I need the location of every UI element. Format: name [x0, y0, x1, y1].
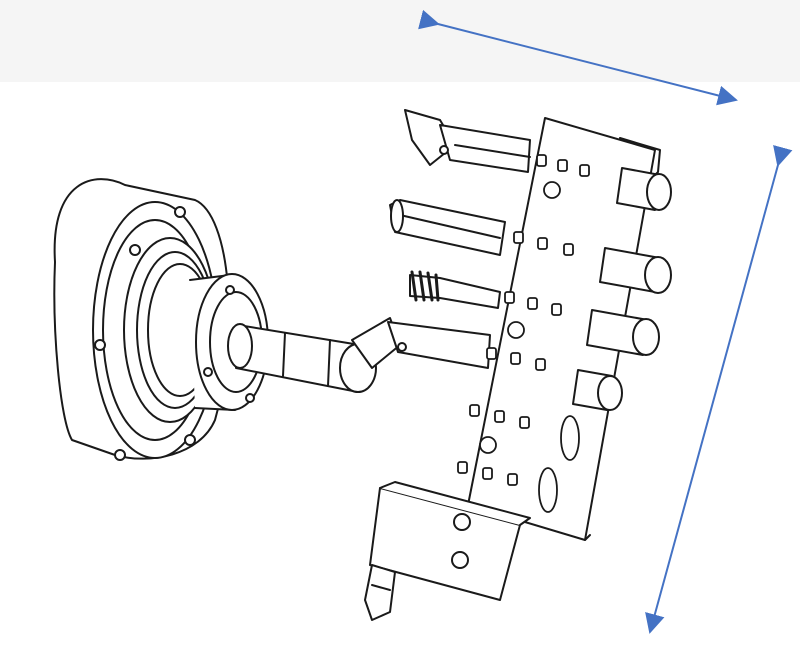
vertical-travel-arrow-icon	[645, 144, 793, 634]
boring-bar-icon	[389, 199, 506, 256]
drill-icon	[409, 270, 501, 309]
gang-tool-plate-icon	[457, 117, 672, 541]
tool-block-icon	[364, 481, 531, 621]
boring-bar-icon	[404, 109, 531, 173]
turning-tool-icon	[351, 317, 491, 369]
spindle-chuck-icon	[53, 178, 269, 461]
workpiece-bar-icon	[227, 323, 377, 393]
horizontal-travel-arrow-icon	[418, 9, 738, 106]
